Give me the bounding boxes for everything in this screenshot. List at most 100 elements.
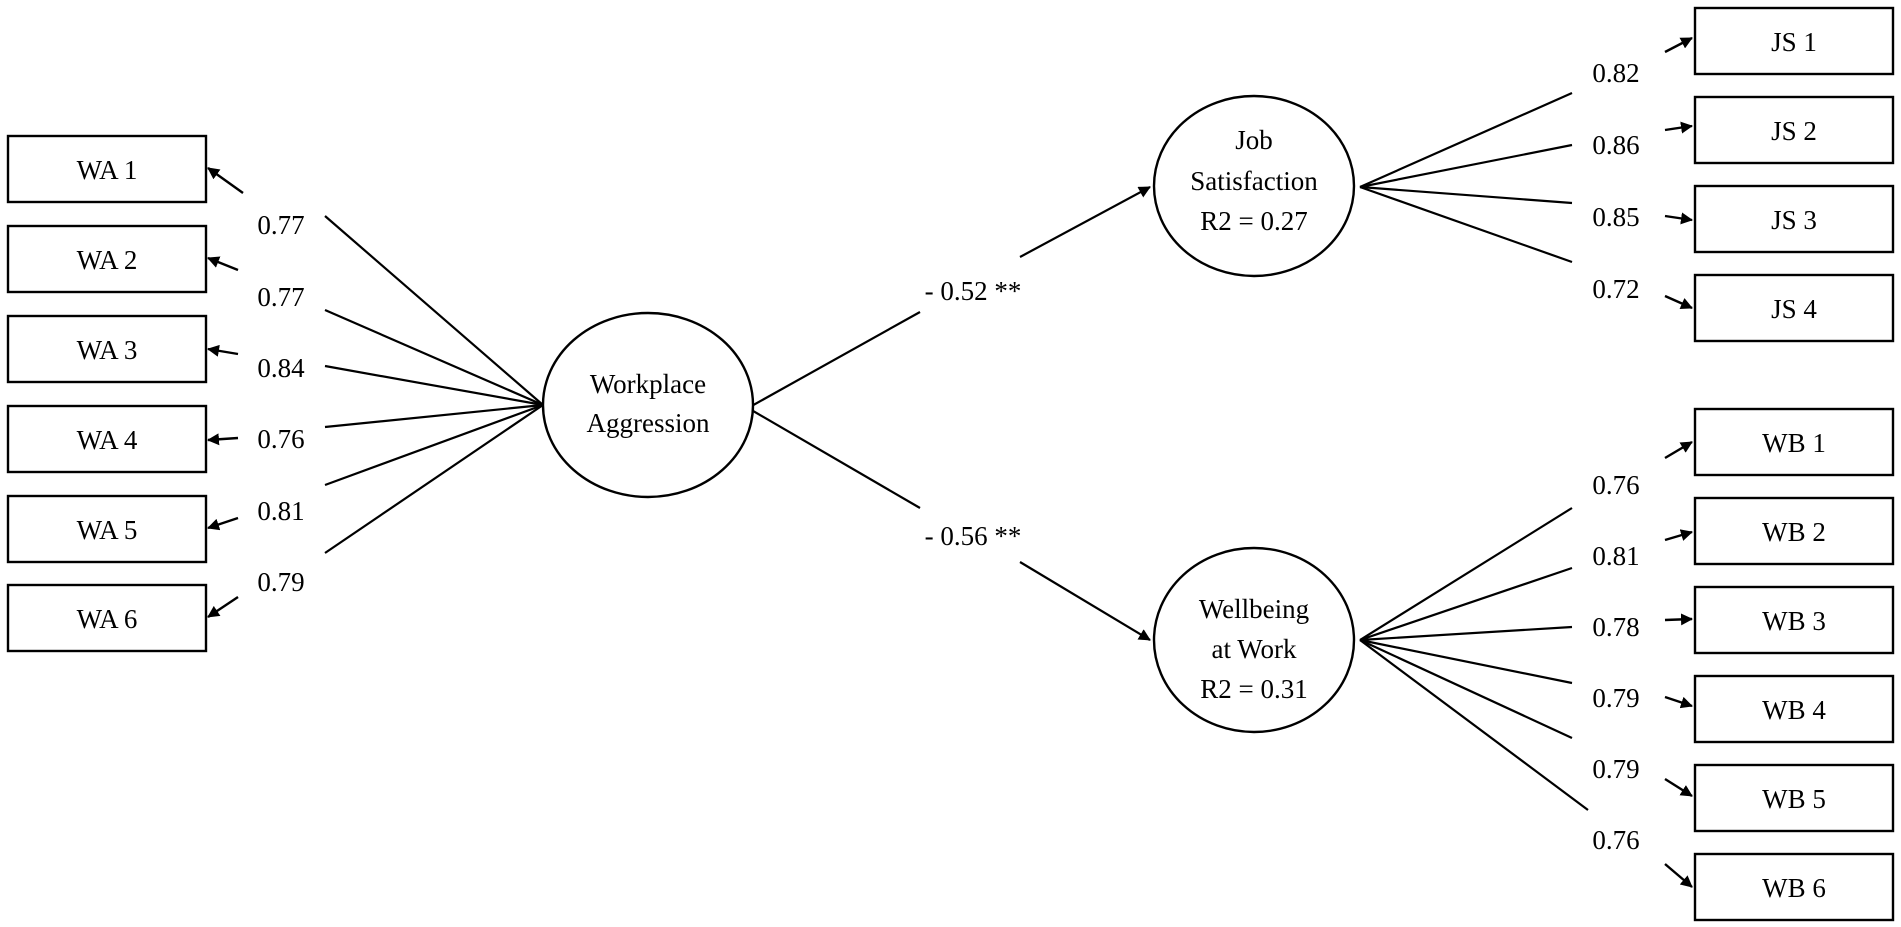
- indicator-wb-2-label: WB 2: [1762, 517, 1826, 547]
- wb-measurement: 0.76 0.81 0.78 0.79 0.79 0.76 WB 1 WB 2 …: [1359, 407, 1895, 922]
- js2-arrow: [1664, 121, 1693, 134]
- wa6-loading-line: [324, 404, 544, 554]
- path-wa-to-js-line-end: [1019, 186, 1151, 258]
- indicator-wa-3: WA 3: [6, 314, 208, 384]
- indicator-wa-1-label: WA 1: [77, 155, 138, 185]
- latent-wellbeing-at-work-line-2: at Work: [1211, 634, 1297, 664]
- indicator-wa-5-label: WA 5: [77, 515, 138, 545]
- indicator-wb-2: WB 2: [1693, 496, 1895, 566]
- js-measurement: 0.82 0.86 0.85 0.72 JS 1 JS 2 JS 3 JS 4: [1359, 6, 1895, 343]
- wa5-arrow: [207, 516, 239, 531]
- indicator-js-2: JS 2: [1693, 95, 1895, 165]
- indicator-js-1-label: JS 1: [1771, 27, 1817, 57]
- indicator-wa-2: WA 2: [6, 224, 208, 294]
- js1-arrow: [1664, 36, 1693, 54]
- wb6-loading: 0.76: [1592, 825, 1639, 855]
- path-coef-wa-to-wb: - 0.56 **: [925, 521, 1022, 551]
- indicator-wb-5: WB 5: [1693, 763, 1895, 833]
- latent-job-satisfaction-line-1: Job: [1235, 125, 1273, 155]
- wa1-arrow: [207, 167, 244, 194]
- indicator-wb-3-label: WB 3: [1762, 606, 1826, 636]
- path-wa-to-js-line-start: [747, 311, 921, 409]
- latent-wellbeing-at-work-r2: R2 = 0.31: [1200, 674, 1308, 704]
- wa2-loading: 0.77: [257, 282, 304, 312]
- wa4-arrow: [207, 433, 239, 446]
- indicator-wa-4-label: WA 4: [77, 425, 138, 455]
- wb3-arrow: [1664, 613, 1693, 626]
- js4-loading: 0.72: [1592, 274, 1639, 304]
- js4-arrow: [1664, 294, 1693, 310]
- indicator-wa-6: WA 6: [6, 583, 208, 653]
- indicator-js-1: JS 1: [1693, 6, 1895, 76]
- wb6-loading-line: [1359, 639, 1589, 811]
- wb4-arrow: [1664, 695, 1693, 709]
- indicator-wb-4: WB 4: [1693, 674, 1895, 744]
- indicator-wb-4-label: WB 4: [1762, 695, 1826, 725]
- wb3-loading-line: [1359, 625, 1573, 642]
- wb1-loading: 0.76: [1592, 470, 1639, 500]
- js3-loading-line: [1359, 185, 1573, 205]
- wb5-loading: 0.79: [1592, 754, 1639, 784]
- latent-workplace-aggression-line-1: Workplace: [590, 369, 706, 399]
- wa1-loading-line: [324, 215, 544, 406]
- indicator-wb-6-label: WB 6: [1762, 873, 1826, 903]
- js4-loading-line: [1359, 185, 1573, 264]
- js3-arrow: [1664, 212, 1693, 225]
- wb5-loading-line: [1359, 639, 1573, 739]
- wb6-arrow: [1664, 863, 1693, 888]
- latent-workplace-aggression-line-2: Aggression: [587, 408, 710, 438]
- wb2-loading: 0.81: [1592, 541, 1639, 571]
- js2-loading-line: [1359, 143, 1573, 189]
- wa5-loading: 0.81: [257, 496, 304, 526]
- indicator-wb-1: WB 1: [1693, 407, 1895, 477]
- indicator-wb-6: WB 6: [1693, 852, 1895, 922]
- indicator-js-4: JS 4: [1693, 273, 1895, 343]
- latent-wellbeing-at-work-line-1: Wellbeing: [1199, 594, 1309, 624]
- wb2-loading-line: [1359, 566, 1573, 642]
- wa3-loading: 0.84: [257, 353, 305, 383]
- wa3-loading-line: [324, 364, 544, 407]
- latent-workplace-aggression: Workplace Aggression: [541, 311, 755, 499]
- indicator-js-2-label: JS 2: [1771, 116, 1817, 146]
- wb1-loading-line: [1359, 507, 1573, 641]
- indicator-wb-3: WB 3: [1693, 585, 1895, 655]
- wb1-arrow: [1664, 440, 1693, 460]
- latent-wellbeing-at-work: Wellbeing at Work R2 = 0.31: [1152, 546, 1356, 734]
- wb2-arrow: [1664, 529, 1693, 542]
- indicator-wa-6-label: WA 6: [77, 604, 138, 634]
- wb4-loading: 0.79: [1592, 683, 1639, 713]
- wa1-loading: 0.77: [257, 210, 304, 240]
- wa2-loading-line: [324, 308, 544, 407]
- wb5-arrow: [1664, 777, 1693, 798]
- wa6-arrow: [207, 596, 239, 618]
- latent-job-satisfaction-line-2: Satisfaction: [1190, 166, 1318, 196]
- wb3-loading: 0.78: [1592, 612, 1639, 642]
- indicator-wa-4: WA 4: [6, 404, 208, 474]
- indicator-wa-3-label: WA 3: [77, 335, 138, 365]
- indicator-wb-5-label: WB 5: [1762, 784, 1826, 814]
- js3-loading: 0.85: [1592, 202, 1639, 232]
- js1-loading: 0.82: [1592, 58, 1639, 88]
- wa6-loading: 0.79: [257, 567, 304, 597]
- structural-paths: - 0.52 ** - 0.56 **: [747, 186, 1151, 641]
- wa2-arrow: [207, 256, 239, 272]
- indicator-wa-2-label: WA 2: [77, 245, 138, 275]
- wa4-loading-line: [324, 403, 544, 429]
- js1-loading-line: [1359, 91, 1573, 189]
- js2-loading: 0.86: [1592, 130, 1639, 160]
- path-coef-wa-to-js: - 0.52 **: [925, 276, 1022, 306]
- wa-measurement: 0.77 0.77 0.84 0.76 0.81 0.79 WA 1 WA 2 …: [6, 134, 544, 653]
- path-wa-to-wb-line-start: [747, 407, 921, 509]
- wb4-loading-line: [1359, 638, 1573, 685]
- wa5-loading-line: [324, 403, 544, 487]
- indicator-wb-1-label: WB 1: [1762, 428, 1826, 458]
- indicator-js-3-label: JS 3: [1771, 205, 1817, 235]
- latent-job-satisfaction-r2: R2 = 0.27: [1200, 206, 1308, 236]
- indicator-js-3: JS 3: [1693, 184, 1895, 254]
- path-wa-to-wb-line-end: [1019, 561, 1151, 641]
- wa3-arrow: [207, 344, 239, 357]
- indicator-js-4-label: JS 4: [1771, 294, 1817, 324]
- indicator-wa-5: WA 5: [6, 494, 208, 564]
- wa4-loading: 0.76: [257, 424, 304, 454]
